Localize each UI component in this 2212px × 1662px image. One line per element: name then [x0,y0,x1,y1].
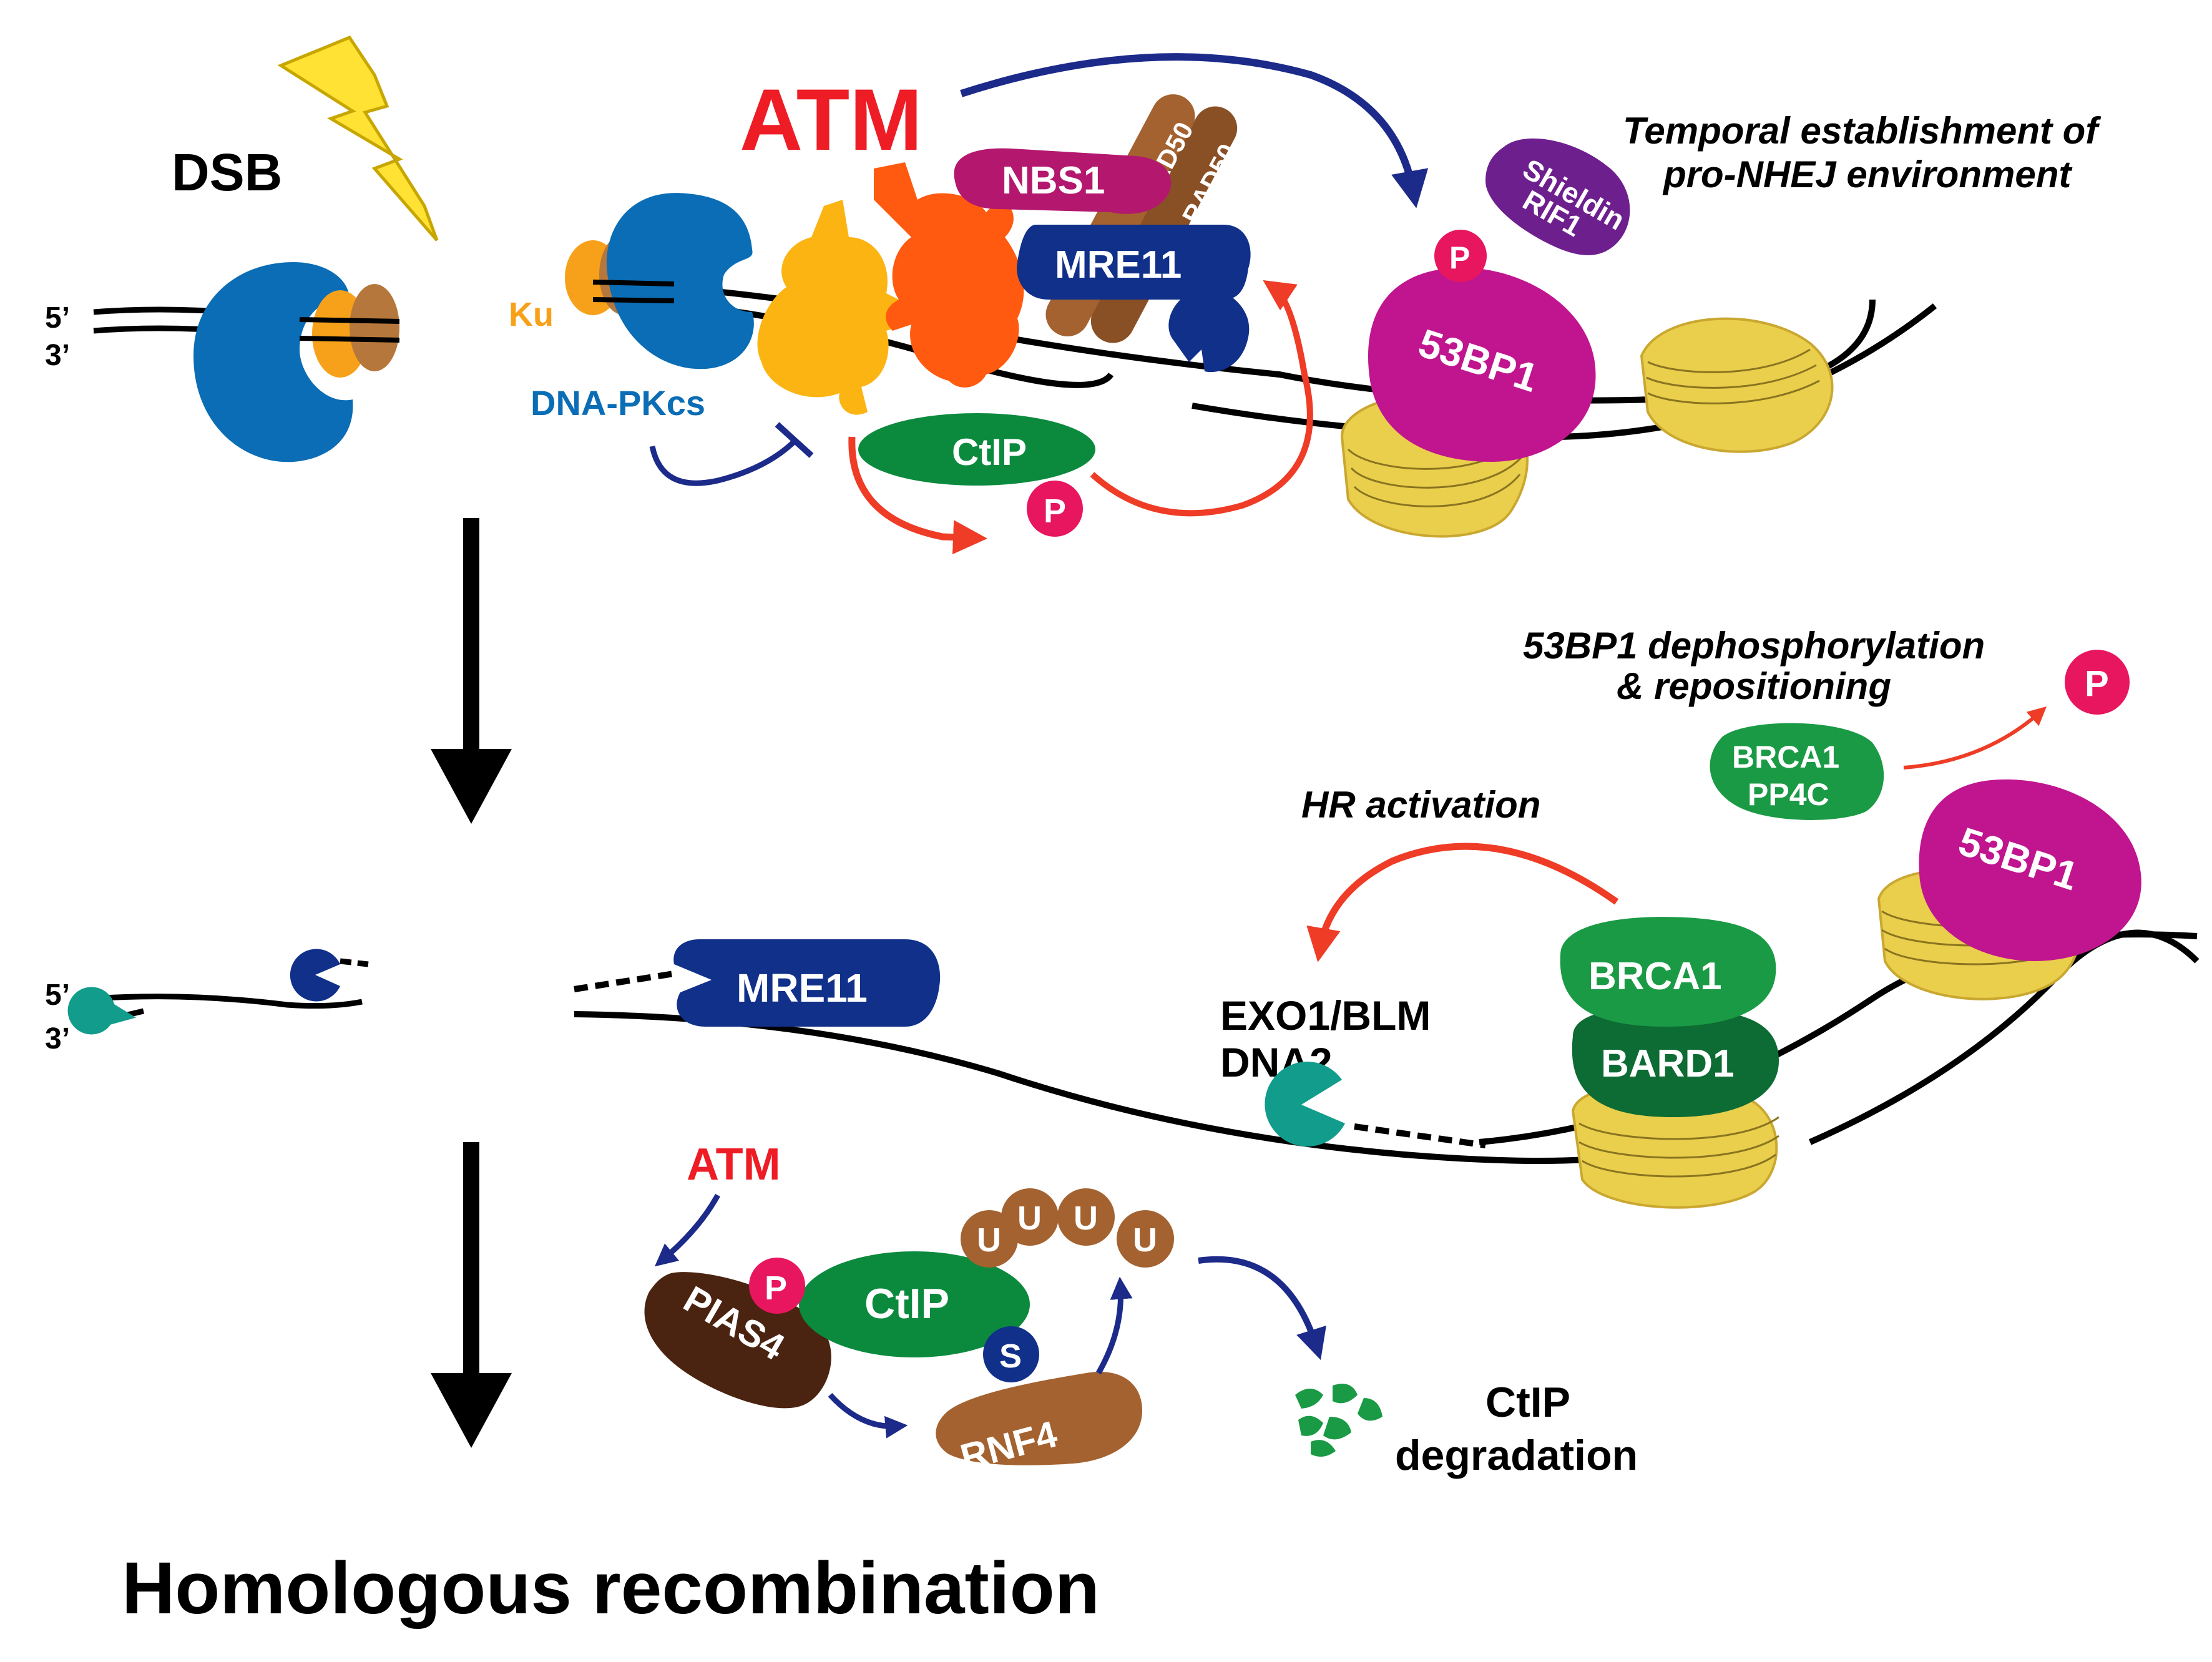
atm-to-53bp1-arrow [960,53,1429,208]
dephosphorylation-label-2: & repositioning [1617,665,1891,707]
svg-text:P: P [1449,240,1470,275]
ctip-activate-mre11-arrow [1090,280,1313,517]
inhibition-bar [775,422,814,458]
atm-monomer-yellow [757,200,917,415]
nbs1-protein [954,148,1172,214]
hr-activation-label: HR activation [1301,784,1540,826]
atm-label-top: ATM [740,71,922,169]
phospho-released [2065,650,2130,715]
brca1-label: BRCA1 [1588,955,1722,998]
hr-activation-arrow [1306,843,1619,962]
mre11-top-body [1017,225,1251,300]
svg-text:S: S [999,1337,1022,1375]
mre11-top-nuclease [1168,287,1250,373]
ubiquitin-chain [961,1188,1174,1268]
svg-text:U: U [1017,1200,1042,1237]
dna-mid-right-bottom [574,1011,1636,1164]
rnf4 [936,1372,1142,1465]
ku-label: Ku [509,296,554,333]
dna-end-3prime-top: 3’ [45,339,70,372]
ctip-degradation-label-2: degradation [1395,1432,1638,1479]
dsb-label: DSB [172,143,282,202]
exo1-pacman-left [67,987,136,1035]
ctip-bottom [799,1251,1030,1357]
brca1-pp4c-label-2: PP4C [1748,777,1829,812]
atm-monomer-orange [874,162,1024,388]
brca1-pp4c-label-1: BRCA1 [1732,740,1839,775]
sumo-s [983,1326,1039,1382]
svg-text:P: P [765,1269,787,1307]
dna-pkcs-label: DNA-PKcs [531,383,705,423]
dna-end-3prime-mid: 3’ [45,1022,70,1055]
exo1-pacman [1265,1062,1345,1147]
ku-left-brown [350,284,399,371]
atm-phospho-ctip-arrow [848,436,987,555]
phospho-ctip [1027,481,1083,537]
dephosphorylation-label-1: 53BP1 dephosphorylation [1523,625,1985,667]
ctip-degradation-label-1: CtIP [1485,1379,1570,1426]
nbs1-label: NBS1 [1002,159,1105,202]
svg-text:U: U [1074,1200,1098,1237]
degradation-arrow [1198,1256,1326,1361]
nucleosome-top-2 [1640,317,1834,453]
ctip-top-label: CtIP [952,431,1027,473]
temporal-label-2: pro-NHEJ environment [1662,154,2073,195]
brca1 [1560,917,1776,1027]
dna-mid-left-top [93,994,363,1009]
ctip-bottom-label: CtIP [864,1280,949,1327]
mre11-mid [673,939,941,1027]
53bp1-top [1368,267,1596,462]
pacman-nuclease-icon [290,949,340,1002]
bard1 [1572,1007,1779,1117]
ctip-top [858,413,1095,486]
dna-pkcs-left [193,262,353,462]
inhibition-curve [649,437,798,486]
atm-phospho-arrow-bottom [654,1193,720,1267]
bard1-label: BARD1 [1601,1042,1735,1085]
lightning-icon [277,35,439,242]
mre11-mid-label: MRE11 [737,965,868,1010]
svg-text:U: U [977,1221,1001,1259]
dna-end-5prime-top: 5’ [45,301,70,335]
dna-pkcs-top [606,193,754,369]
svg-text:P: P [2085,663,2109,704]
dephosphorylation-arrow [1903,706,2047,770]
brca1-pp4c [1710,723,1884,820]
dna-end-5prime-mid: 5’ [45,979,70,1012]
shieldin-rif1 [1485,138,1630,255]
degradation-fragments-icon [1295,1384,1382,1457]
svg-text:U: U [1133,1221,1157,1259]
53bp1-mid [1919,779,2141,961]
rnf4-ubiquitin-arrow [1096,1276,1133,1375]
exo1-blm-label: EXO1/BLM [1220,992,1431,1039]
homologous-recombination-label: Homologous recombination [122,1547,1100,1630]
svg-text:P: P [1044,492,1066,530]
pias4-to-rnf4-arrow [828,1392,908,1439]
atm-label-bottom: ATM [687,1140,781,1190]
mre11-top-label: MRE11 [1055,243,1182,286]
temporal-label-1: Temporal establishment of [1623,110,2101,152]
phospho-ctip-bottom [749,1258,805,1314]
phospho-53bp1 [1434,230,1487,282]
